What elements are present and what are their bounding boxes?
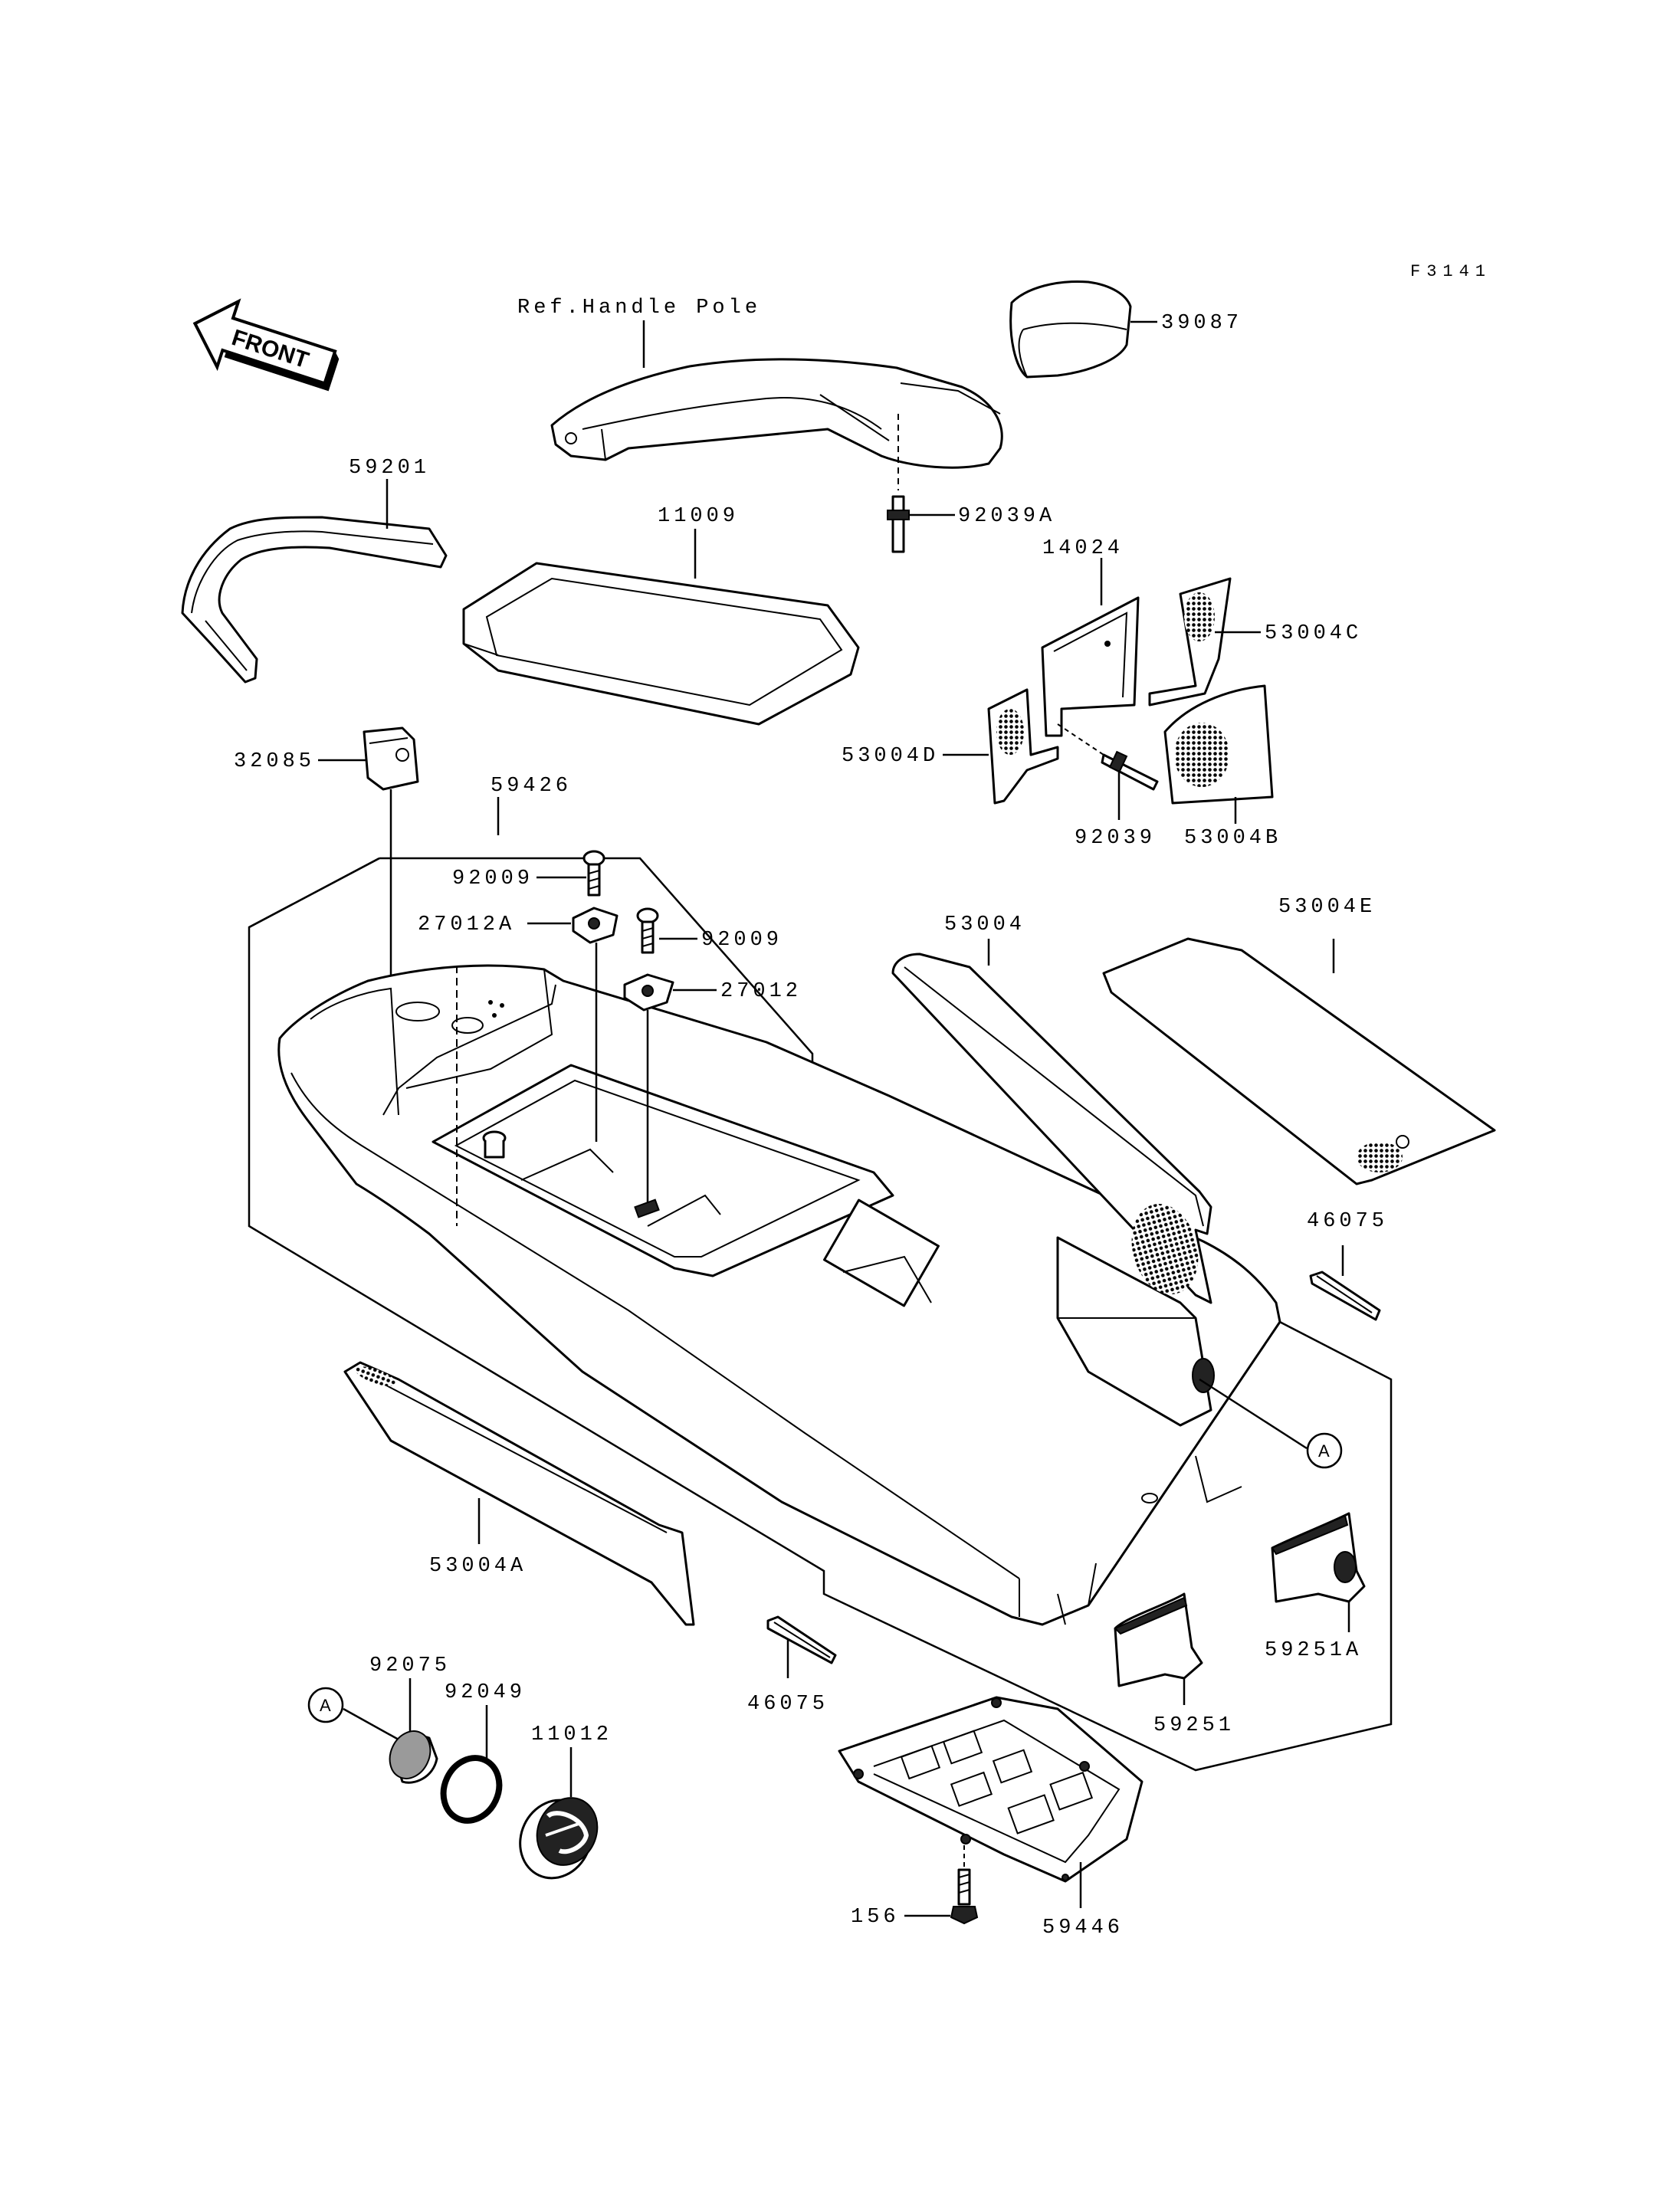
- pin-92039A-part: [887, 414, 910, 553]
- part-label-11012: 11012: [531, 1723, 612, 1746]
- cover-53004B-part: [1163, 684, 1274, 805]
- ref-circle-a-hull: [1306, 1432, 1343, 1469]
- part-label-11009: 11009: [658, 505, 739, 528]
- rail-59201-part: [181, 516, 448, 684]
- part-label-39087: 39087: [1161, 312, 1242, 335]
- ref-handle-pole-label: Ref.Handle Pole: [517, 297, 761, 320]
- cover-53004C-part: [1148, 577, 1232, 707]
- assembly-59426-outline: [248, 857, 1393, 1772]
- ref-circle-a-label-bottom: A: [320, 1696, 331, 1715]
- part-label-59251: 59251: [1153, 1714, 1235, 1737]
- part-label-92075: 92075: [369, 1654, 451, 1677]
- cover-53004E-part: [1102, 937, 1496, 1185]
- duct-59251A-part: [1271, 1512, 1366, 1603]
- strip-46075-bottom-part: [766, 1615, 837, 1664]
- part-label-92039: 92039: [1075, 827, 1156, 850]
- pad-39087-part: [1009, 280, 1132, 379]
- ref-circle-a-label: A: [1318, 1441, 1330, 1461]
- part-label-14024: 14024: [1042, 537, 1124, 560]
- block-32085-part: [363, 726, 419, 791]
- nut-27012A-part: [572, 907, 619, 944]
- gasket-11009-part: [462, 562, 860, 726]
- part-label-46075-b: 46075: [747, 1693, 829, 1716]
- cap-92075-part: [389, 1730, 438, 1784]
- part-label-59446: 59446: [1042, 1917, 1124, 1940]
- part-label-46075-a: 46075: [1307, 1210, 1388, 1233]
- part-label-53004: 53004: [944, 913, 1025, 936]
- pin-92039-part: [1057, 723, 1159, 791]
- screw-92009-b-part: [636, 907, 659, 954]
- part-label-59426: 59426: [491, 775, 572, 798]
- duct-59251-part: [1114, 1592, 1203, 1687]
- part-label-92049: 92049: [445, 1681, 526, 1704]
- screw-92009-part: [582, 850, 605, 897]
- hull-59426-part: [277, 964, 1281, 1626]
- front-arrow-icon: FRONT: [192, 298, 340, 392]
- part-label-53004A: 53004A: [429, 1555, 527, 1578]
- part-label-53004C: 53004C: [1265, 622, 1362, 645]
- handle-pole-ref-drawing: [550, 358, 1003, 469]
- bolt-156-part: [950, 1845, 979, 1925]
- part-label-27012: 27012: [720, 980, 802, 1003]
- ref-circle-a-bottom: [307, 1687, 344, 1723]
- part-label-92009-a: 92009: [452, 867, 533, 890]
- plug-11012-part: [519, 1797, 599, 1880]
- bracket-14024-part: [1041, 596, 1140, 737]
- figure-code: F3141: [1410, 262, 1491, 281]
- cover-53004-part: [891, 953, 1212, 1304]
- part-label-53004B: 53004B: [1184, 827, 1281, 850]
- plate-59446-part: [838, 1696, 1144, 1883]
- part-label-53004D: 53004D: [842, 745, 939, 768]
- nut-27012-part: [623, 973, 674, 1012]
- part-label-59251A: 59251A: [1265, 1639, 1362, 1662]
- strip-46075-top-part: [1309, 1271, 1381, 1321]
- part-label-92009-b: 92009: [701, 929, 783, 952]
- part-label-27012A: 27012A: [418, 913, 515, 936]
- part-label-156: 156: [851, 1906, 900, 1929]
- cover-53004A-part: [343, 1361, 695, 1626]
- part-label-32085: 32085: [234, 750, 315, 773]
- part-label-92039A: 92039A: [958, 505, 1055, 528]
- cover-53004D-part: [987, 688, 1059, 805]
- part-label-53004E: 53004E: [1278, 896, 1376, 919]
- part-label-59201: 59201: [349, 457, 430, 480]
- o-ring-92049-part: [440, 1755, 503, 1824]
- nut-on-hull-part: [482, 1130, 660, 1218]
